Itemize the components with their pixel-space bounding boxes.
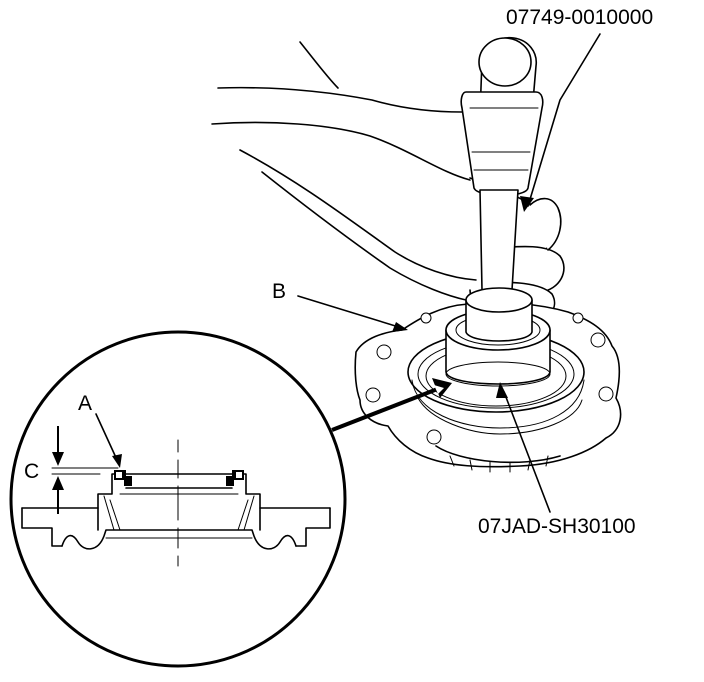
bolt-hole [426,429,442,445]
hammer [460,36,544,291]
bolt-hole [590,332,606,348]
leader-lines [297,33,601,513]
hammer-part-number: 07749-0010000 [506,6,653,29]
label-b: B [272,280,286,303]
bolt-hole [376,344,392,360]
label-c: C [24,460,39,483]
driver-part-number: 07JAD-SH30100 [478,515,636,538]
detail-view [9,330,347,668]
bolt-hole [365,387,381,403]
label-a: A [78,392,92,415]
bolt-hole [420,312,432,324]
bolt-hole [572,312,584,324]
seal-driver [445,287,551,387]
bolt-hole [598,386,614,402]
